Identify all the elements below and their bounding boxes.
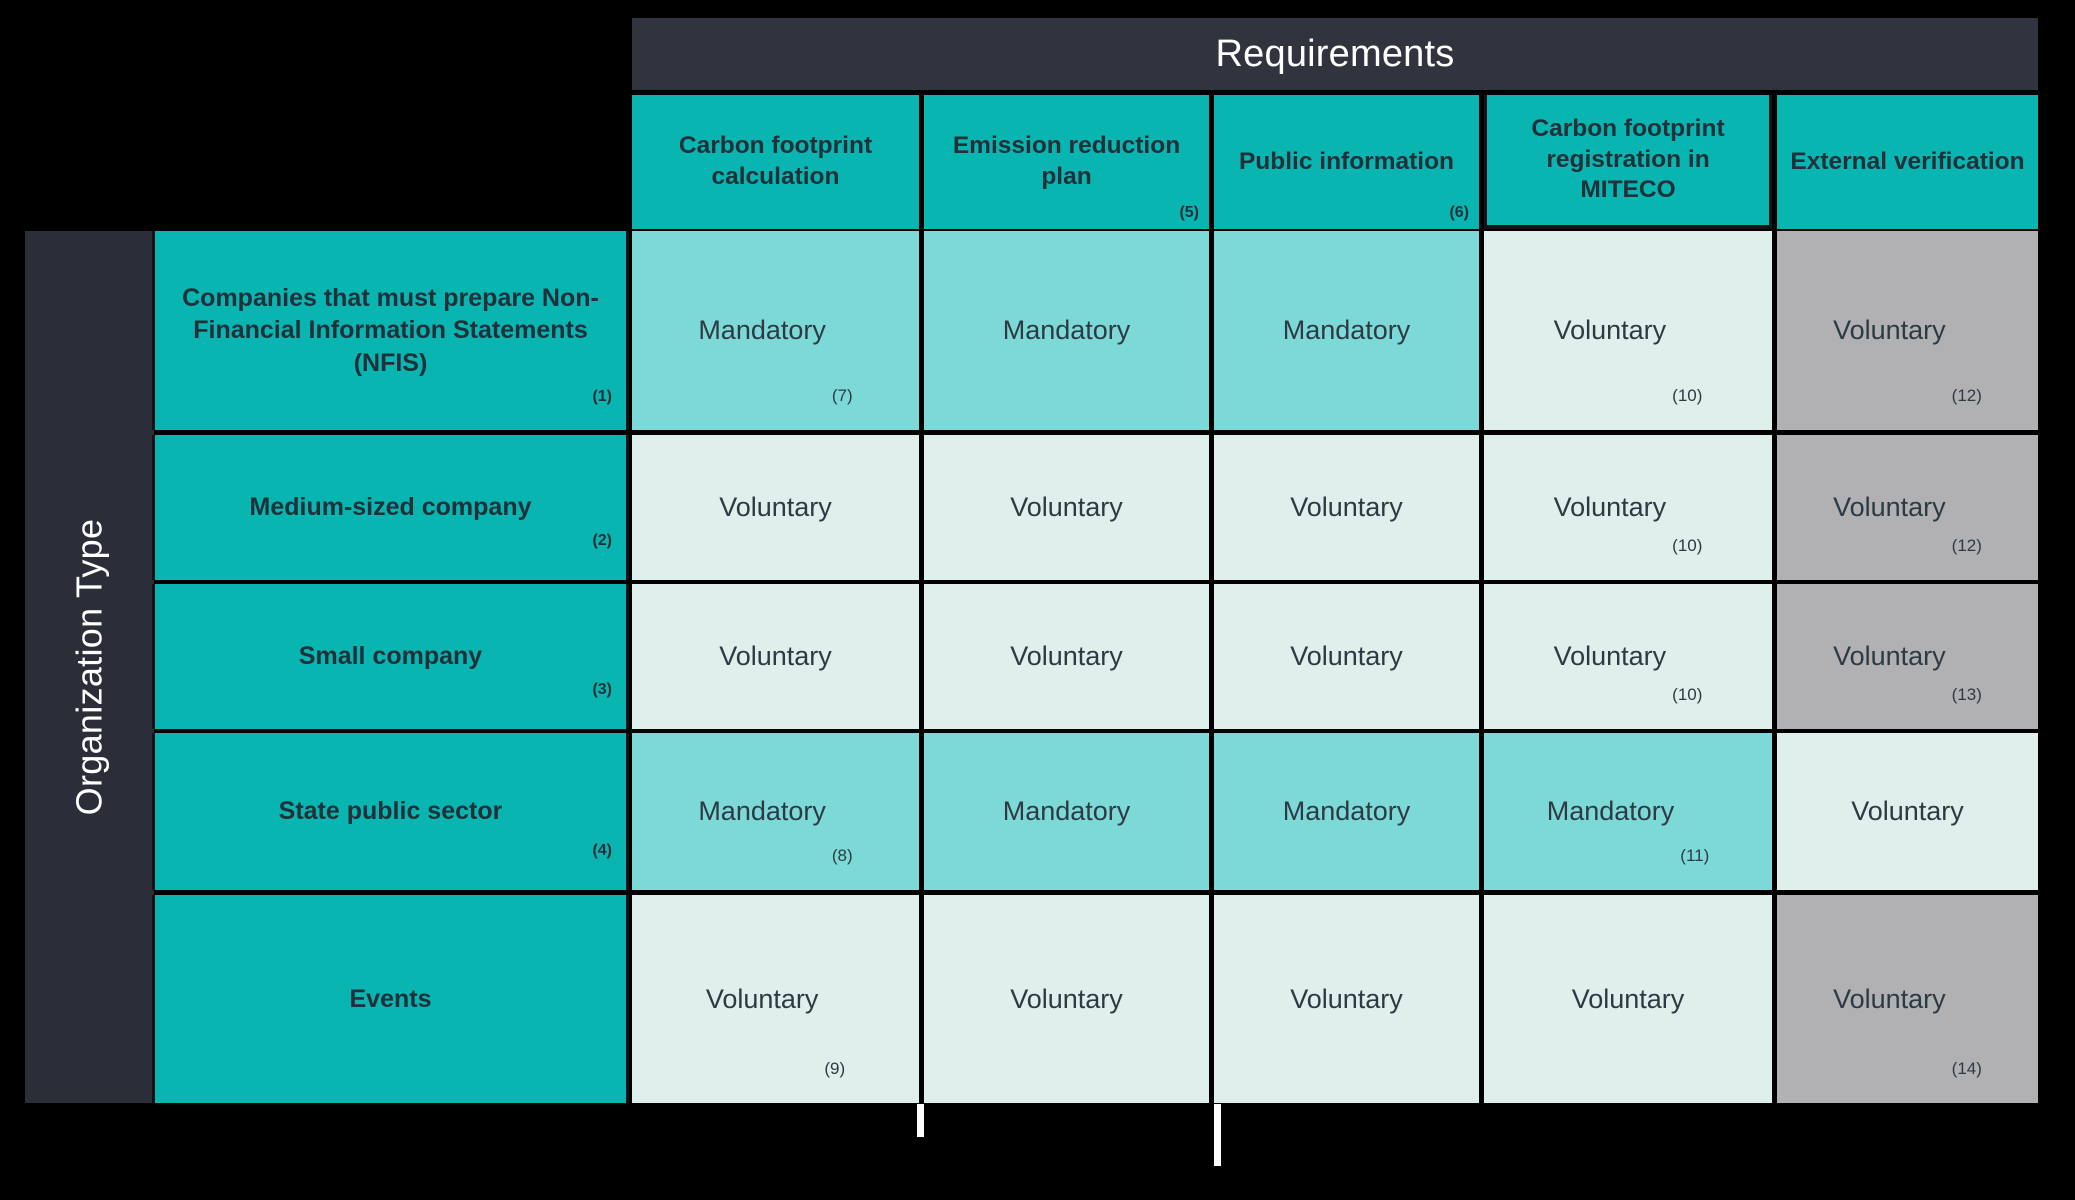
column-header-3[interactable]: Public information (6) [1214, 95, 1479, 229]
matrix-cell-value: Voluntary [1010, 983, 1123, 1014]
row-header-footnote-ref: (1) [592, 388, 612, 406]
row-header-label: State public sector [278, 797, 503, 826]
row-header-label: Medium-sized company [249, 493, 532, 522]
matrix-cell-value: Voluntary [1851, 796, 1964, 826]
matrix-cell-value: Voluntary [719, 492, 832, 522]
column-header-2[interactable]: Emission reduction plan (5) [924, 95, 1209, 229]
row-header-label: Small company [298, 642, 483, 671]
matrix-cell-r4-c4[interactable]: Mandatory (11) [1484, 733, 1772, 890]
matrix-cell-r2-c3[interactable]: Voluntary [1214, 435, 1479, 580]
row-header-footnote-ref: (4) [592, 842, 612, 860]
matrix-cell-footnote-ref: (13) [1951, 685, 1982, 704]
matrix-cell-value: Voluntary [1833, 315, 1946, 345]
matrix-cell-r3-c1[interactable]: Voluntary [632, 584, 919, 729]
matrix-cell-value: Mandatory [698, 315, 826, 345]
column-header-4[interactable]: Carbon footprint registration in MITECO [1484, 95, 1772, 229]
matrix-cell-value: Mandatory [1282, 315, 1411, 345]
matrix-cell-value: Voluntary [1553, 641, 1667, 671]
matrix-cell-value: Voluntary [719, 641, 832, 671]
row-header-4[interactable]: State public sector (4) [152, 733, 629, 890]
matrix-cell-value: Voluntary [1290, 641, 1403, 671]
matrix-cell-value: Mandatory [1282, 796, 1411, 826]
column-header-5[interactable]: External verification [1777, 95, 2038, 229]
matrix-body: Companies that must prepare Non-Financia… [152, 231, 2038, 1103]
organization-type-axis: Organization Type [25, 231, 154, 1103]
row-header-5[interactable]: Events [152, 895, 629, 1103]
matrix-cell-r1-c2[interactable]: Mandatory [924, 231, 1209, 430]
row-header-footnote-ref: (2) [592, 532, 612, 550]
matrix-cell-value: Mandatory [1002, 315, 1131, 345]
row-header-2[interactable]: Medium-sized company (2) [152, 435, 629, 580]
matrix-cell-r2-c5[interactable]: Voluntary (12) [1777, 435, 2038, 580]
matrix-cell-value: Mandatory [1546, 796, 1675, 826]
row-header-label: Events [349, 984, 432, 1013]
requirements-banner: Requirements [632, 18, 2038, 90]
matrix-cell-r3-c2[interactable]: Voluntary [924, 584, 1209, 729]
bottom-tab-mark-2 [1214, 1104, 1221, 1166]
row-header-1[interactable]: Companies that must prepare Non-Financia… [152, 231, 629, 430]
matrix-cell-r5-c3[interactable]: Voluntary [1214, 895, 1479, 1103]
row-header-label: Companies that must prepare Non-Financia… [182, 283, 599, 377]
column-header-label: Carbon footprint registration in MITECO [1531, 114, 1725, 204]
matrix-cell-r3-c3[interactable]: Voluntary [1214, 584, 1479, 729]
matrix-cell-r4-c3[interactable]: Mandatory [1214, 733, 1479, 890]
column-header-label: Public information [1238, 147, 1455, 175]
column-header-1[interactable]: Carbon footprint calculation [632, 95, 919, 229]
organization-type-axis-label: Organization Type [68, 518, 110, 816]
matrix-cell-r5-c1[interactable]: Voluntary (9) [632, 895, 919, 1103]
column-header-label: External verification [1790, 147, 2025, 175]
matrix-cell-r5-c2[interactable]: Voluntary [924, 895, 1209, 1103]
matrix-cell-r3-c4[interactable]: Voluntary (10) [1484, 584, 1772, 729]
column-header-footnote-ref: (6) [1449, 203, 1469, 221]
matrix-cell-value: Voluntary [1571, 983, 1685, 1014]
row-header-3[interactable]: Small company (3) [152, 584, 629, 729]
matrix-cell-footnote-ref: (10) [1672, 386, 1703, 405]
matrix-cell-r3-c5[interactable]: Voluntary (13) [1777, 584, 2038, 729]
matrix-cell-footnote-ref: (7) [831, 386, 853, 405]
matrix-cell-value: Voluntary [1010, 641, 1123, 671]
matrix-cell-r1-c5[interactable]: Voluntary (12) [1777, 231, 2038, 430]
matrix-cell-r2-c2[interactable]: Voluntary [924, 435, 1209, 580]
bottom-tab-mark-1 [917, 1104, 924, 1137]
matrix-cell-footnote-ref: (12) [1951, 386, 1982, 405]
matrix-cell-value: Voluntary [1833, 492, 1946, 522]
matrix-cell-value: Voluntary [1553, 315, 1667, 345]
matrix-cell-r1-c1[interactable]: Mandatory (7) [632, 231, 919, 430]
matrix-cell-footnote-ref: (10) [1672, 536, 1703, 555]
matrix-cell-r4-c1[interactable]: Mandatory (8) [632, 733, 919, 890]
matrix-cell-value: Voluntary [1553, 492, 1667, 522]
matrix-cell-footnote-ref: (11) [1680, 846, 1710, 865]
matrix-cell-value: Voluntary [705, 983, 819, 1014]
matrix-cell-r1-c3[interactable]: Mandatory [1214, 231, 1479, 430]
matrix-cell-footnote-ref: (8) [831, 846, 853, 865]
matrix-cell-r4-c2[interactable]: Mandatory [924, 733, 1209, 890]
matrix-cell-footnote-ref: (10) [1672, 685, 1703, 704]
matrix-cell-footnote-ref: (9) [824, 1059, 846, 1078]
matrix-cell-r4-c5[interactable]: Voluntary [1777, 733, 2038, 890]
matrix-cell-r5-c5[interactable]: Voluntary (14) [1777, 895, 2038, 1103]
matrix-cell-r2-c4[interactable]: Voluntary (10) [1484, 435, 1772, 580]
row-header-footnote-ref: (3) [592, 681, 612, 699]
matrix-cell-footnote-ref: (12) [1951, 536, 1982, 555]
column-header-label: Carbon footprint calculation [678, 132, 873, 190]
matrix-cell-value: Voluntary [1833, 641, 1946, 671]
column-header-footnote-ref: (5) [1179, 203, 1199, 221]
matrix-cell-value: Mandatory [698, 796, 826, 826]
matrix-cell-r2-c1[interactable]: Voluntary [632, 435, 919, 580]
matrix-cell-value: Voluntary [1290, 492, 1403, 522]
matrix-cell-footnote-ref: (14) [1951, 1059, 1982, 1078]
matrix-cell-r5-c4[interactable]: Voluntary [1484, 895, 1772, 1103]
column-header-label: Emission reduction plan [952, 132, 1181, 190]
matrix-cell-value: Voluntary [1833, 983, 1946, 1014]
column-header-row: Carbon footprint calculation Emission red… [632, 95, 2038, 229]
matrix-cell-value: Mandatory [1002, 796, 1131, 826]
matrix-cell-value: Voluntary [1290, 983, 1403, 1014]
matrix-cell-value: Voluntary [1010, 492, 1123, 522]
matrix-cell-r1-c4[interactable]: Voluntary (10) [1484, 231, 1772, 430]
